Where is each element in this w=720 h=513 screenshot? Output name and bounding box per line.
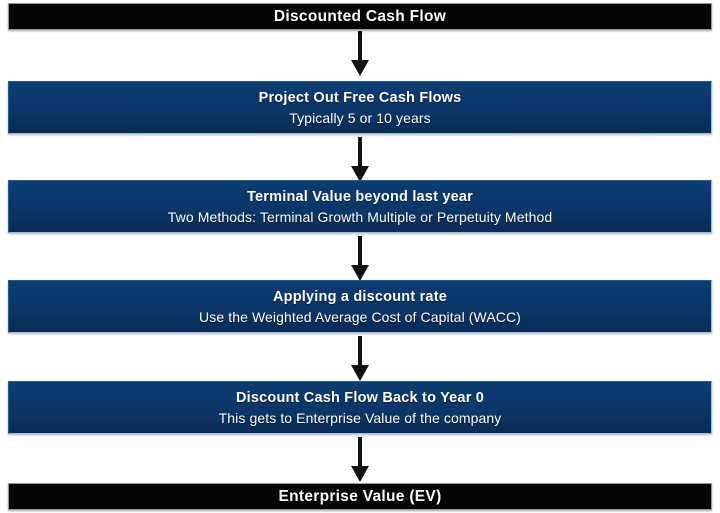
- flow-node-subtitle: This gets to Enterprise Value of the com…: [218, 409, 502, 426]
- flow-node-subtitle: Use the Weighted Average Cost of Capital…: [199, 308, 521, 325]
- flow-node-title: Applying a discount rate: [273, 288, 447, 305]
- flow-node-project-out-free-cash-flows: Project Out Free Cash Flows Typically 5 …: [8, 81, 712, 134]
- flow-node-title: Project Out Free Cash Flows: [258, 89, 462, 106]
- flow-node-terminal-value: Terminal Value beyond last year Two Meth…: [8, 180, 712, 233]
- arrow-down-icon: [345, 437, 375, 483]
- flow-node-title: Enterprise Value (EV): [278, 487, 442, 505]
- flow-node-discount-cash-flow-back-to-year-0: Discount Cash Flow Back to Year 0 This g…: [8, 381, 712, 434]
- arrow-down-icon: [345, 236, 375, 282]
- flow-node-subtitle: Typically 5 or 10 years: [289, 109, 431, 126]
- flow-node-discounted-cash-flow: Discounted Cash Flow: [8, 3, 712, 30]
- flow-node-subtitle: Two Methods: Terminal Growth Multiple or…: [167, 208, 553, 225]
- arrow-down-icon: [345, 336, 375, 382]
- flow-node-applying-a-discount-rate: Applying a discount rate Use the Weighte…: [8, 280, 712, 333]
- arrow-down-icon: [345, 137, 375, 183]
- flow-node-title: Discount Cash Flow Back to Year 0: [235, 389, 485, 406]
- flow-node-title: Terminal Value beyond last year: [247, 188, 473, 205]
- flow-node-enterprise-value: Enterprise Value (EV): [8, 483, 712, 510]
- arrow-down-icon: [345, 31, 375, 77]
- flow-node-title: Discounted Cash Flow: [273, 7, 447, 25]
